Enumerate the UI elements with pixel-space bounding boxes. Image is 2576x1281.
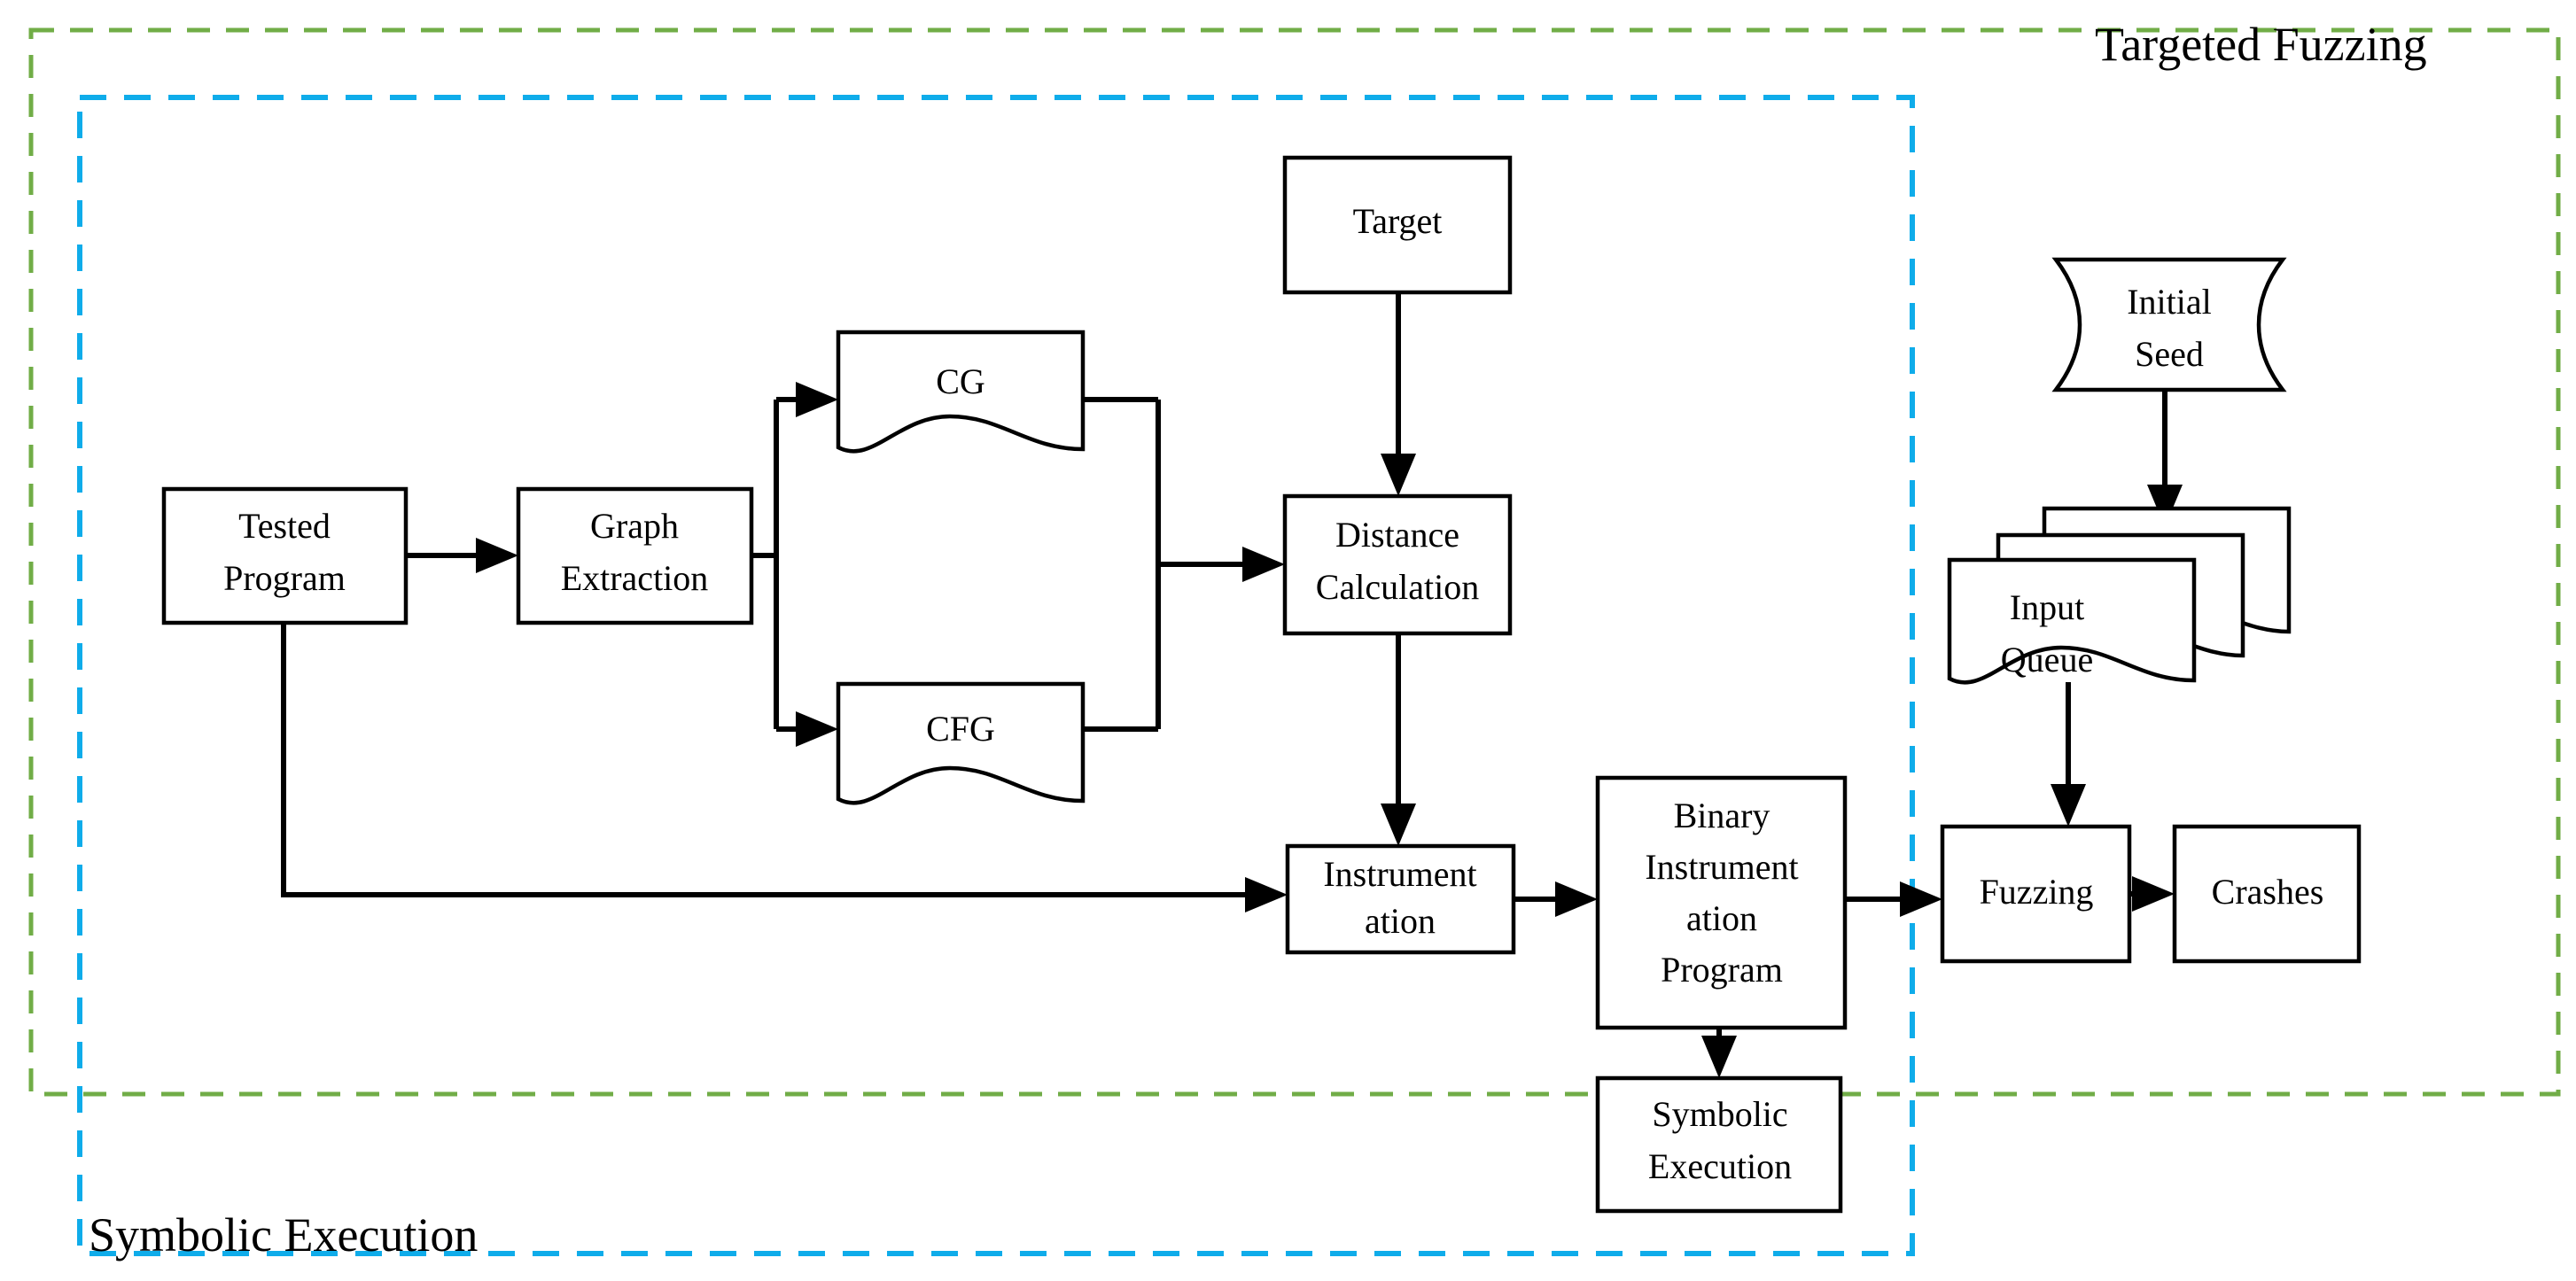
node-crashes[interactable]: Crashes [2172, 824, 2362, 964]
edge-binary-program-to-symbolic-execution [1701, 1028, 1737, 1078]
group-boundary-symbolic-execution [77, 95, 1915, 1256]
group-label-symbolic-execution: Symbolic Execution [89, 1208, 478, 1262]
node-cfg-label: CFG [926, 709, 995, 749]
edge-graph-extraction-to-cg-cfg [751, 382, 838, 747]
edge-cg-cfg-to-distance-calculation [1083, 397, 1285, 732]
node-initial-seed-line-1: Initial [2127, 282, 2212, 322]
node-instrumentation-line-2: ation [1365, 901, 1436, 941]
node-graph-extraction-line-2: Extraction [561, 558, 709, 598]
node-binary-program-line-1: Binary [1674, 796, 1771, 835]
edge-tested-program-to-graph-extraction [406, 538, 518, 573]
node-binary-program-line-2: Instrument [1645, 847, 1798, 887]
edge-initial-seed-to-input-queue [2147, 390, 2183, 527]
node-target-label: Target [1353, 201, 1443, 241]
edge-fuzzing-to-crashes [2129, 876, 2175, 912]
node-symbolic-execution-line-2: Execution [1648, 1146, 1792, 1186]
node-symbolic-execution-line-1: Symbolic [1652, 1094, 1787, 1134]
node-tested-program-line-1: Tested [238, 506, 331, 546]
node-binary-instrumentation-program[interactable]: Binary Instrument ation Program [1595, 775, 1848, 1030]
group-label-targeted-fuzzing: Targeted Fuzzing [2095, 18, 2427, 71]
edge-binary-program-to-fuzzing [1845, 881, 1942, 917]
node-distance-calculation-line-2: Calculation [1316, 567, 1479, 607]
node-graph-extraction[interactable]: Graph Extraction [516, 486, 754, 625]
node-cg[interactable]: CG [836, 330, 1086, 454]
node-cg-label: CG [936, 361, 985, 401]
node-binary-program-line-4: Program [1661, 950, 1783, 990]
node-cfg[interactable]: CFG [836, 681, 1086, 805]
node-tested-program-line-2: Program [223, 558, 346, 598]
node-instrumentation[interactable]: Instrument ation [1285, 843, 1516, 955]
node-input-queue[interactable]: Input Queue [1947, 506, 2292, 685]
node-input-queue-line-2: Queue [2001, 640, 2093, 679]
node-tested-program[interactable]: Tested Program [161, 486, 409, 625]
node-target[interactable]: Target [1282, 155, 1513, 295]
node-fuzzing-label: Fuzzing [1980, 872, 2094, 912]
group-boundary-targeted-fuzzing [28, 27, 2561, 1097]
edge-target-to-distance-calculation [1381, 292, 1416, 496]
node-crashes-label: Crashes [2212, 872, 2324, 912]
node-initial-seed[interactable]: Initial Seed [2051, 257, 2287, 392]
node-binary-program-line-3: ation [1686, 898, 1757, 938]
edge-distance-calculation-to-instrumentation [1381, 633, 1416, 846]
node-initial-seed-line-2: Seed [2135, 334, 2204, 374]
node-graph-extraction-line-1: Graph [590, 506, 679, 546]
node-distance-calculation[interactable]: Distance Calculation [1282, 493, 1513, 636]
node-fuzzing[interactable]: Fuzzing [1940, 824, 2132, 964]
edge-tested-program-to-instrumentation [281, 623, 1288, 912]
node-symbolic-execution[interactable]: Symbolic Execution [1595, 1075, 1843, 1214]
node-distance-calculation-line-1: Distance [1335, 515, 1459, 555]
edge-input-queue-to-fuzzing [2051, 682, 2086, 827]
node-input-queue-line-1: Input [2010, 587, 2084, 627]
edge-instrumentation-to-binary-program [1514, 881, 1598, 917]
node-instrumentation-line-1: Instrument [1323, 854, 1476, 894]
